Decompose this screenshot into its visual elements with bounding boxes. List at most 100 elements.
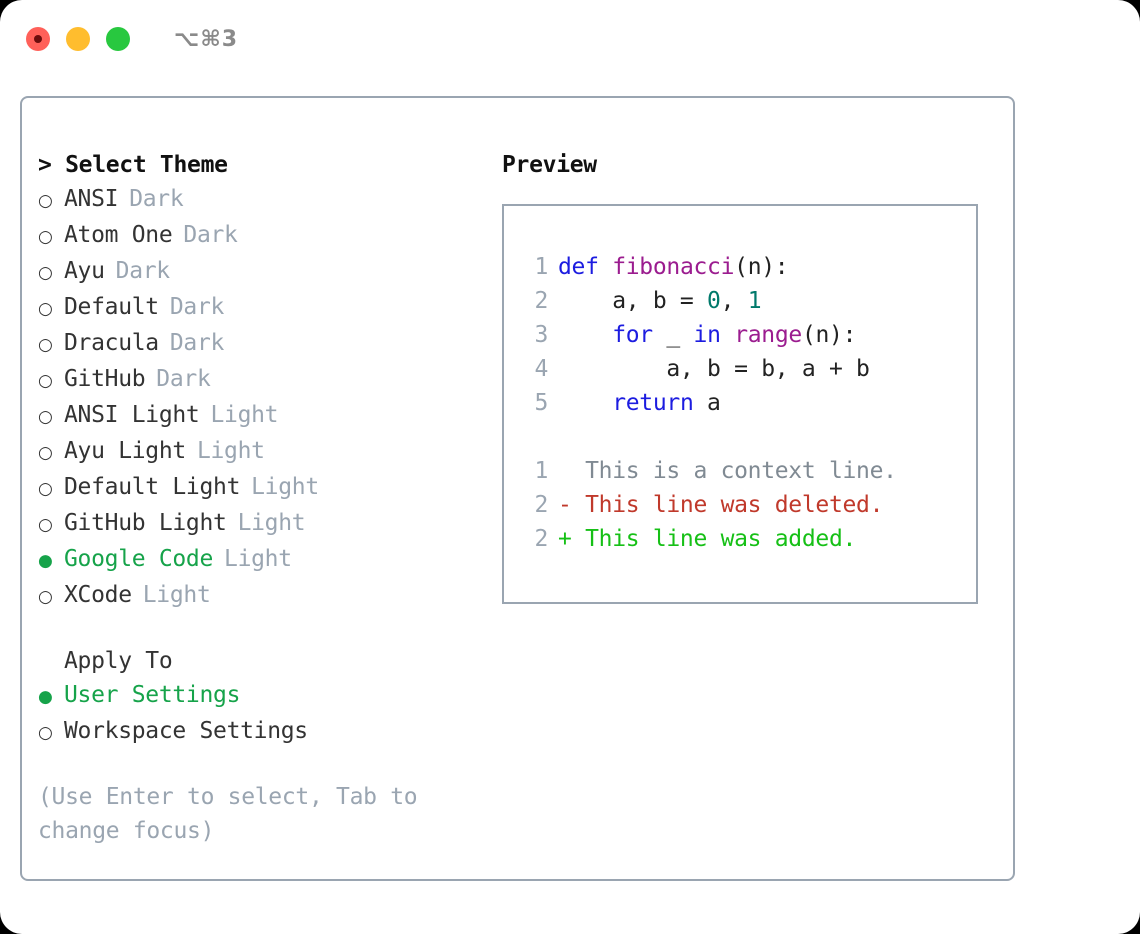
theme-option-dracula[interactable]: ○ Dracula Dark bbox=[38, 326, 488, 362]
line-number: 2 bbox=[534, 526, 548, 552]
code-line-text: for _ in range(n): bbox=[558, 318, 856, 352]
radio-unselected-icon: ○ bbox=[38, 479, 53, 499]
diff-line-text: - This line was deleted. bbox=[558, 492, 884, 518]
theme-variant-tag: Light bbox=[251, 474, 319, 500]
radio-unselected-icon: ○ bbox=[38, 407, 53, 427]
theme-variant-tag: Dark bbox=[183, 222, 238, 248]
code-token-pl: _ bbox=[652, 322, 694, 348]
theme-option-github-light[interactable]: ○ GitHub Light Light bbox=[38, 506, 488, 542]
theme-option-ansi-light[interactable]: ○ ANSI Light Light bbox=[38, 398, 488, 434]
line-number: 1 bbox=[534, 254, 548, 280]
apply-to-option-label: User Settings bbox=[64, 682, 241, 708]
theme-option-label: Default Light bbox=[64, 474, 241, 500]
theme-option-label: ANSI Light bbox=[64, 402, 200, 428]
code-token-num: 0 bbox=[707, 288, 721, 314]
theme-variant-tag: Light bbox=[224, 546, 292, 572]
code-line: 3 for _ in range(n): bbox=[522, 318, 976, 352]
line-number: 5 bbox=[534, 390, 548, 416]
code-token-pl: , bbox=[720, 288, 748, 314]
close-window-button[interactable] bbox=[26, 27, 50, 51]
theme-option-label: Default bbox=[64, 294, 159, 320]
radio-unselected-icon: ○ bbox=[38, 443, 53, 463]
code-token-kw: return bbox=[612, 390, 694, 416]
theme-variant-tag: Light bbox=[196, 438, 265, 464]
code-token-pl: a, b = bbox=[558, 288, 708, 314]
apply-to-option-list[interactable]: ● User Settings ○ Workspace Settings bbox=[38, 678, 488, 750]
code-line-text: a, b = b, a + b bbox=[558, 352, 870, 386]
theme-option-github[interactable]: ○ GitHub Dark bbox=[38, 362, 488, 398]
radio-unselected-icon: ○ bbox=[38, 335, 53, 355]
radio-unselected-icon: ○ bbox=[38, 227, 53, 247]
diff-line-added: 2+ This line was added. bbox=[522, 522, 976, 556]
section-spacer bbox=[38, 614, 488, 644]
code-token-num: 1 bbox=[747, 288, 762, 314]
theme-option-label: Ayu Light bbox=[64, 438, 186, 464]
theme-option-ayu[interactable]: ○ Ayu Dark bbox=[38, 254, 488, 290]
code-token-fn: range bbox=[734, 322, 802, 348]
code-token-pl bbox=[558, 390, 612, 416]
theme-variant-tag: Dark bbox=[115, 258, 171, 284]
radio-selected-icon: ● bbox=[38, 551, 53, 571]
radio-unselected-icon: ○ bbox=[38, 371, 53, 391]
theme-option-ayu-light[interactable]: ○ Ayu Light Light bbox=[38, 434, 488, 470]
theme-variant-tag: Light bbox=[237, 510, 306, 536]
line-number: 3 bbox=[534, 322, 548, 348]
code-line-text: a, b = 0, 1 bbox=[558, 284, 761, 318]
radio-unselected-icon: ○ bbox=[38, 515, 53, 535]
preview-title: Preview bbox=[502, 152, 597, 178]
theme-option-label: XCode bbox=[64, 582, 132, 608]
diff-sample: 1 This is a context line.2- This line wa… bbox=[522, 454, 976, 556]
radio-unselected-icon: ○ bbox=[38, 263, 53, 283]
title-bar: ⌥⌘3 bbox=[0, 0, 1140, 78]
radio-unselected-icon: ○ bbox=[38, 587, 53, 607]
code-token-fn: fibonacci bbox=[612, 254, 735, 280]
code-line-text: return a bbox=[558, 386, 721, 420]
radio-unselected-icon: ○ bbox=[38, 299, 53, 319]
theme-option-label: Ayu bbox=[64, 258, 105, 284]
theme-option-label: Dracula bbox=[64, 330, 159, 356]
minimize-window-button[interactable] bbox=[66, 27, 90, 51]
code-token-pl: (n): bbox=[801, 322, 857, 348]
code-token-kw: in bbox=[693, 322, 721, 348]
maximize-window-button[interactable] bbox=[106, 27, 130, 51]
theme-variant-tag: Dark bbox=[169, 330, 225, 356]
theme-variant-tag: Light bbox=[142, 582, 211, 608]
line-number: 1 bbox=[534, 458, 548, 484]
code-line: 4 a, b = b, a + b bbox=[522, 352, 976, 386]
theme-option-default-light[interactable]: ○ Default Light Light bbox=[38, 470, 488, 506]
code-blank-line bbox=[522, 420, 976, 454]
radio-unselected-icon: ○ bbox=[38, 191, 53, 211]
line-number: 2 bbox=[534, 492, 548, 518]
select-theme-header: > Select Theme bbox=[38, 152, 228, 178]
theme-option-label: GitHub bbox=[64, 366, 146, 392]
theme-variant-tag: Dark bbox=[156, 366, 211, 392]
code-token-kw: for bbox=[612, 322, 653, 348]
theme-option-label: Google Code bbox=[64, 546, 214, 572]
theme-option-label: GitHub Light bbox=[64, 510, 227, 536]
code-line: 5 return a bbox=[522, 386, 976, 420]
code-token-pl bbox=[558, 322, 612, 348]
code-token-pl bbox=[721, 322, 735, 348]
theme-variant-tag: Light bbox=[210, 402, 279, 428]
theme-option-xcode[interactable]: ○ XCode Light bbox=[38, 578, 488, 614]
apply-to-option-user-settings[interactable]: ● User Settings bbox=[38, 678, 488, 714]
theme-option-label: ANSI bbox=[64, 186, 119, 212]
apply-to-option-workspace-settings[interactable]: ○ Workspace Settings bbox=[38, 714, 488, 750]
theme-option-google-code[interactable]: ● Google Code Light bbox=[38, 542, 488, 578]
line-number: 4 bbox=[534, 356, 548, 382]
apply-to-option-label: Workspace Settings bbox=[64, 718, 308, 744]
diff-line-deleted: 2 - This line was deleted. bbox=[522, 488, 976, 522]
radio-unselected-icon: ○ bbox=[38, 723, 53, 743]
code-token-kw: def bbox=[558, 254, 613, 280]
radio-selected-icon: ● bbox=[38, 687, 53, 707]
